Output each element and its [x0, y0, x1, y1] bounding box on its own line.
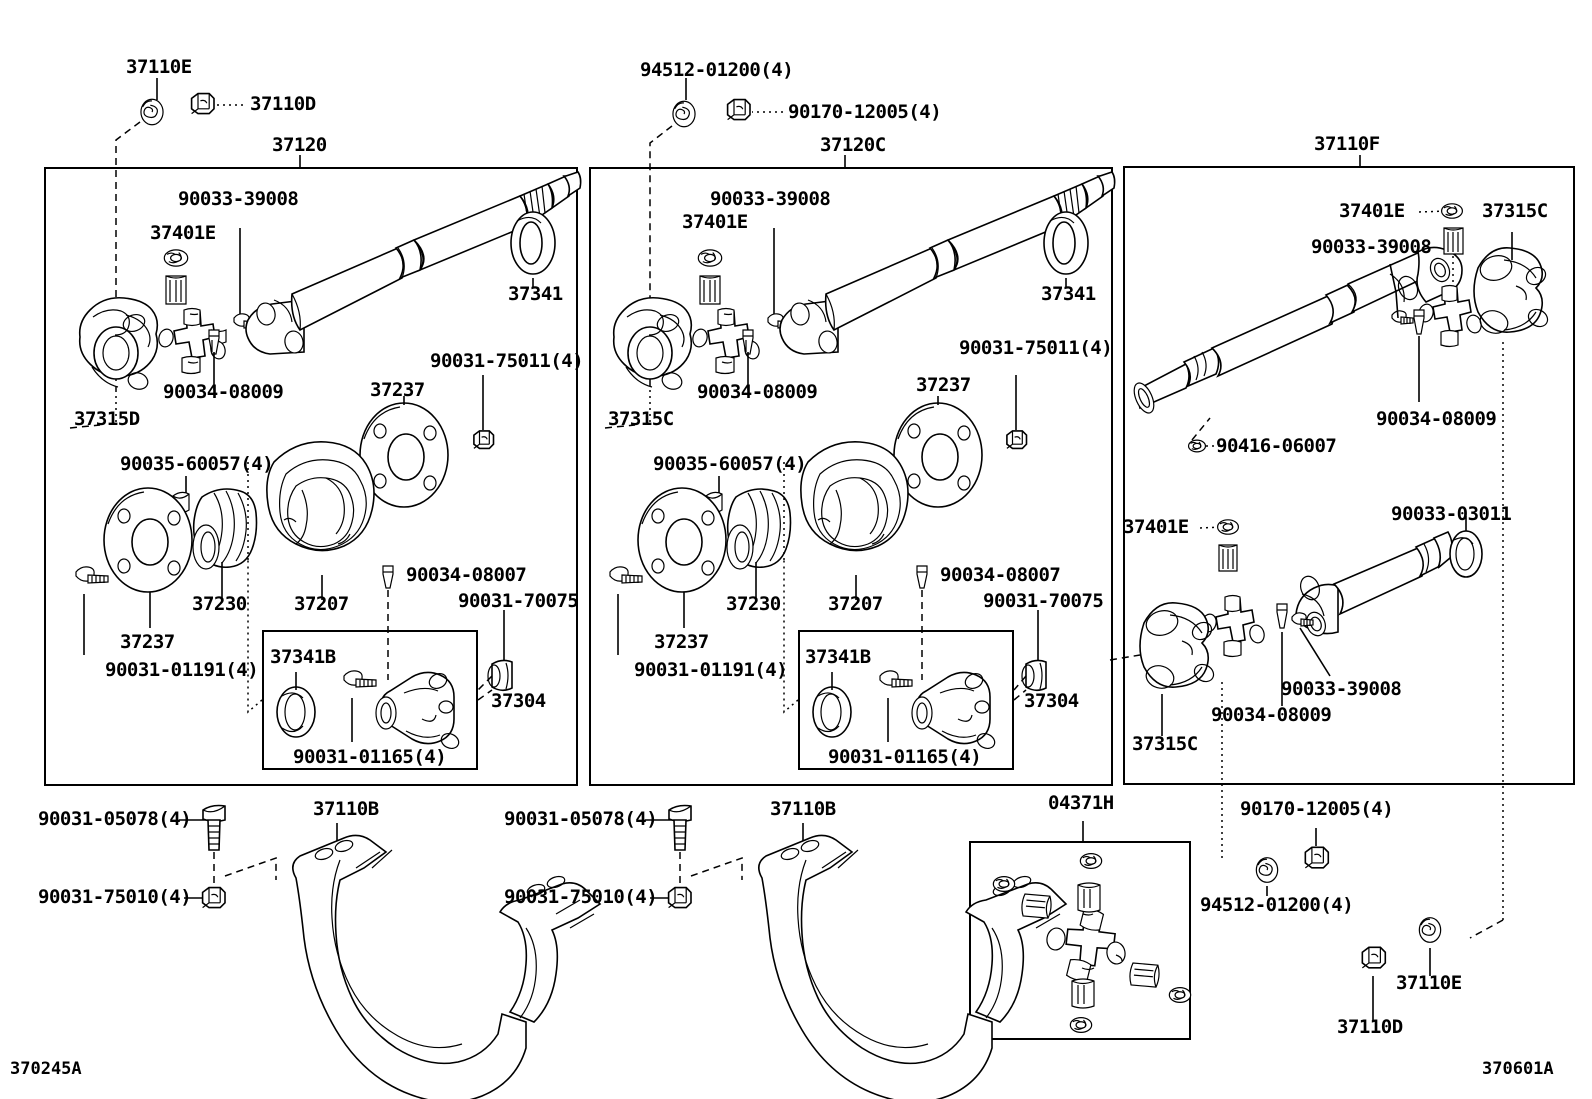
label-37110B-center: 37110B	[770, 798, 836, 820]
label-37401E-p1: 37401E	[150, 222, 216, 244]
label-90034-08007-p1: 90034-08007	[406, 564, 527, 586]
label-37401E-p3-lower: 37401E	[1123, 516, 1189, 538]
label-37304-p1: 37304	[491, 690, 546, 712]
label-37401E-p3-upper: 37401E	[1339, 200, 1405, 222]
label-90031-05078-left: 90031-05078(4)	[38, 808, 192, 830]
label-90033-39008-p3-lower: 90033-39008	[1281, 678, 1402, 700]
label-90031-01191-p2: 90031-01191(4)	[634, 659, 788, 681]
label-37110D-p1: 37110D	[250, 93, 316, 115]
panel-frame-37110F	[1123, 166, 1575, 785]
label-37315D-p1: 37315D	[74, 408, 140, 430]
subbox-04371H	[969, 841, 1191, 1040]
label-90035-60057-p2: 90035-60057(4)	[653, 453, 807, 475]
label-94512-01200-br: 94512-01200(4)	[1200, 894, 1354, 916]
label-04371H-kit: 04371H	[1048, 792, 1114, 814]
label-90033-39008-p1: 90033-39008	[178, 188, 299, 210]
label-90170-12005-br: 90170-12005(4)	[1240, 798, 1394, 820]
label-90034-08009-p3-lower: 90034-08009	[1211, 704, 1332, 726]
label-90031-01165-p1: 90031-01165(4)	[293, 746, 447, 768]
diagram-id-left: 370245A	[10, 1059, 82, 1079]
label-37110F-assembly: 37110F	[1314, 133, 1380, 155]
label-37237-top-p1: 37237	[370, 379, 425, 401]
label-90034-08009-p3-upper: 90034-08009	[1376, 408, 1497, 430]
subbox-37304-center	[798, 630, 1014, 770]
label-37237-bot-p1: 37237	[120, 631, 175, 653]
label-90031-05078-center: 90031-05078(4)	[504, 808, 658, 830]
label-37230-p1: 37230	[192, 593, 247, 615]
label-37230-p2: 37230	[726, 593, 781, 615]
label-90031-70075-p2: 90031-70075	[983, 590, 1104, 612]
label-90035-60057-p1: 90035-60057(4)	[120, 453, 274, 475]
label-90416-06007-p3: 90416-06007	[1216, 435, 1337, 457]
label-90170-12005-p2: 90170-12005(4)	[788, 101, 942, 123]
label-37110D-br: 37110D	[1337, 1016, 1403, 1038]
label-90031-75011-p1: 90031-75011(4)	[430, 350, 584, 372]
panel-frame-37120	[44, 167, 578, 786]
panel-frame-37120C	[589, 167, 1113, 786]
label-37341-p2: 37341	[1041, 283, 1096, 305]
label-90031-01191-p1: 90031-01191(4)	[105, 659, 259, 681]
label-37315C-p3-lower: 37315C	[1132, 733, 1198, 755]
label-37120-assembly: 37120	[272, 134, 327, 156]
label-94512-01200-p2: 94512-01200(4)	[640, 59, 794, 81]
label-37207-p2: 37207	[828, 593, 883, 615]
label-90034-08009-p1: 90034-08009	[163, 381, 284, 403]
label-37315C-p2: 37315C	[608, 408, 674, 430]
label-37401E-p2: 37401E	[682, 211, 748, 233]
label-37315C-p3-upper: 37315C	[1482, 200, 1548, 222]
label-37304-p2: 37304	[1024, 690, 1079, 712]
label-37237-bot-p2: 37237	[654, 631, 709, 653]
label-37110B-left: 37110B	[313, 798, 379, 820]
label-37110E-br: 37110E	[1396, 972, 1462, 994]
label-90031-01165-p2: 90031-01165(4)	[828, 746, 982, 768]
label-37120C-assembly: 37120C	[820, 134, 886, 156]
label-37341B-p1: 37341B	[270, 646, 336, 668]
label-90034-08007-p2: 90034-08007	[940, 564, 1061, 586]
label-90033-39008-p3-upper: 90033-39008	[1311, 236, 1432, 258]
label-90034-08009-p2: 90034-08009	[697, 381, 818, 403]
label-90033-39008-p2: 90033-39008	[710, 188, 831, 210]
label-90031-75010-left: 90031-75010(4)	[38, 886, 192, 908]
label-37341B-p2: 37341B	[805, 646, 871, 668]
label-37237-top-p2: 37237	[916, 374, 971, 396]
diagram-id-right: 370601A	[1482, 1059, 1554, 1079]
label-90031-75011-p2: 90031-75011(4)	[959, 337, 1113, 359]
label-37341-p1: 37341	[508, 283, 563, 305]
label-37110E-p1: 37110E	[126, 56, 192, 78]
label-37207-p1: 37207	[294, 593, 349, 615]
label-90031-70075-p1: 90031-70075	[458, 590, 579, 612]
subbox-37304-left	[262, 630, 478, 770]
label-90031-75010-center: 90031-75010(4)	[504, 886, 658, 908]
label-90033-03011-p3: 90033-03011	[1391, 503, 1512, 525]
